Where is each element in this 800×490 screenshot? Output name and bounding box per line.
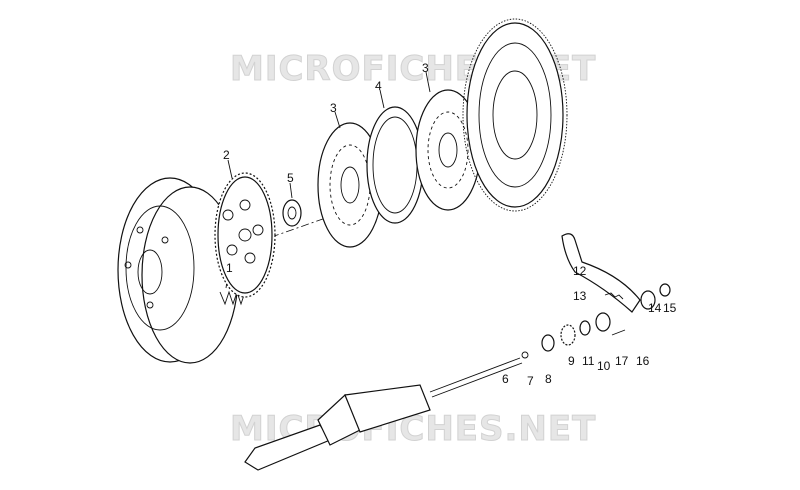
small-parts-7-11	[521, 312, 611, 359]
callout-4: 4	[375, 79, 382, 93]
bushing-part-5	[282, 182, 302, 227]
callout-11: 11	[582, 354, 595, 368]
callout-1: 1	[226, 261, 233, 275]
callout-3-left: 3	[330, 101, 337, 115]
callout-3-right: 3	[422, 61, 429, 75]
callout-10: 10	[597, 359, 611, 373]
sprocket-plate-part-2	[214, 159, 276, 298]
steel-ring-part-4	[366, 89, 424, 224]
callout-13: 13	[573, 289, 587, 303]
ring-gear	[462, 18, 568, 212]
callout-14: 14	[648, 301, 662, 315]
callout-12: 12	[573, 264, 587, 278]
callout-6: 6	[502, 372, 509, 386]
release-lever-part-12	[561, 233, 671, 336]
callout-16: 16	[636, 354, 650, 368]
callout-2: 2	[223, 148, 230, 162]
callout-8: 8	[545, 372, 552, 386]
callout-17: 17	[615, 354, 629, 368]
callout-7: 7	[527, 374, 534, 388]
flywheel-hub	[117, 177, 239, 364]
callout-15: 15	[663, 301, 677, 315]
callout-9: 9	[568, 354, 575, 368]
callout-5: 5	[287, 171, 294, 185]
gear-shaft	[244, 357, 523, 471]
